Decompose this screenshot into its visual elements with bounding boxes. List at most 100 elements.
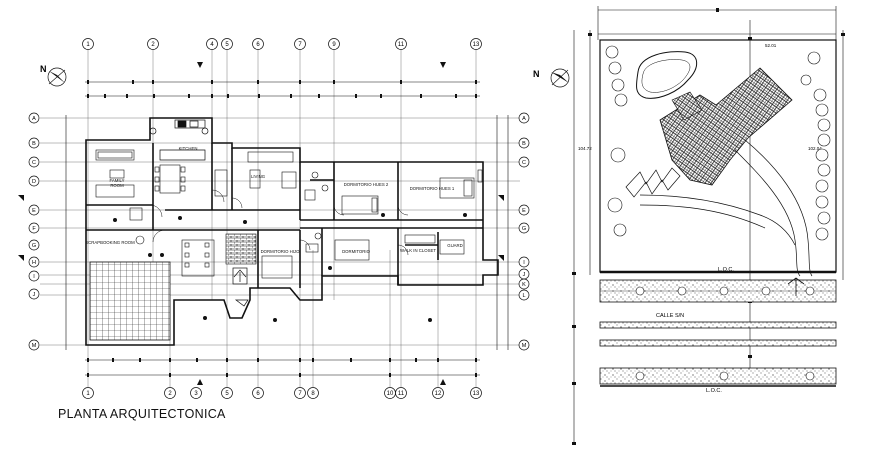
- dimension-lines: [65, 81, 509, 376]
- svg-text:N: N: [40, 64, 47, 74]
- room-label-guard: GUARD: [447, 243, 463, 248]
- grid-bubble: 10: [384, 387, 396, 399]
- svg-text:I: I: [523, 260, 525, 266]
- svg-text:5: 5: [225, 42, 229, 48]
- sidewalk-bottom: [599, 367, 837, 385]
- site-dim-right: 102.04: [808, 146, 822, 151]
- grid-bubble: M: [28, 339, 40, 351]
- svg-text:K: K: [522, 282, 526, 288]
- house-walls: [85, 117, 499, 346]
- grid-bubble: G: [28, 239, 40, 251]
- site-dim-left: 104.72: [578, 146, 592, 151]
- room-label-family: FAMILY: [110, 178, 125, 183]
- grid-bubble: L: [518, 289, 530, 301]
- svg-text:6: 6: [256, 391, 260, 397]
- grid-rows-left: A B C D E F G H I J M: [28, 112, 40, 351]
- svg-text:N: N: [533, 69, 540, 79]
- loc-label-bottom: L.O.C.: [706, 388, 722, 394]
- grid-bubble: 2: [147, 38, 159, 50]
- grid-bubble: J: [518, 268, 530, 280]
- roof-plan: [659, 67, 793, 186]
- svg-text:5: 5: [225, 391, 229, 397]
- svg-text:J: J: [33, 292, 36, 298]
- site-entrance-icon: [787, 277, 805, 296]
- grid-bubble: C: [28, 156, 40, 168]
- room-label-kitchen: KITCHEN: [179, 146, 198, 151]
- level-marks: [113, 213, 467, 322]
- trees: [605, 45, 831, 241]
- street-median-bottom: [599, 339, 837, 347]
- doors: [149, 189, 409, 256]
- svg-text:B: B: [522, 141, 526, 147]
- grid-bubble: H: [28, 256, 40, 268]
- svg-text:G: G: [32, 243, 36, 249]
- grid-rows-right: A B C E G I J K L M: [518, 112, 530, 351]
- loc-label-top: L.O.C.: [718, 267, 734, 273]
- grid-bubble: 1: [82, 387, 94, 399]
- room-label-walk-in-closet: WALK IN CLOSET: [400, 248, 436, 253]
- furniture: [95, 149, 483, 279]
- room-label-dormitorio-hues-2: DORMITORIO HUES 2: [344, 182, 389, 187]
- svg-text:8: 8: [311, 391, 315, 397]
- pool: [635, 51, 698, 99]
- svg-text:6: 6: [256, 42, 260, 48]
- svg-text:F: F: [32, 226, 36, 232]
- grid-bubble: 3: [190, 387, 202, 399]
- room-label-scrapbooking-room: SCRAPBOOKING ROOM: [85, 240, 135, 245]
- grid-bubble: 5: [221, 38, 233, 50]
- street-median-top: [599, 321, 837, 329]
- grid-columns-top: 1 2 4 5 6 7 9 11 13: [82, 38, 482, 50]
- grid-bubble: M: [518, 339, 530, 351]
- section-markers: [18, 62, 504, 385]
- room-label-dormitorio-hues-1: DORMITORIO HUES 1: [410, 186, 455, 191]
- room-labels: KITCHEN FAMILY ROOM LIVING DORMITORIO HU…: [85, 146, 462, 254]
- grid-columns-bottom: 1 2 3 5 6 7 8 10 11 12 13: [82, 387, 482, 399]
- grid-bubble: 7: [294, 387, 306, 399]
- floor-plan: 1 2 4 5 6 7 9 11 13 1 2 3 5 6 7 8 10 11 …: [18, 38, 530, 399]
- room-label-dormitorio-hijo: DORMITORIO HIJO: [261, 249, 300, 254]
- svg-text:13: 13: [473, 391, 480, 397]
- drawing-title: PLANTA ARQUITECTONICA: [58, 407, 226, 421]
- svg-text:B: B: [32, 141, 36, 147]
- grid-bubble: 13: [470, 38, 482, 50]
- svg-text:12: 12: [435, 391, 442, 397]
- svg-text:J: J: [523, 272, 526, 278]
- svg-text:3: 3: [194, 391, 198, 397]
- grid-bubble: A: [28, 112, 40, 124]
- street-label: CALLE S/N: [656, 313, 684, 319]
- tiled-terrace: [89, 261, 171, 341]
- svg-text:H: H: [32, 260, 36, 266]
- svg-text:7: 7: [298, 42, 302, 48]
- kitchen-counter: [149, 119, 209, 161]
- grid-bubble: 1: [82, 38, 94, 50]
- svg-text:L: L: [522, 293, 525, 299]
- svg-text:A: A: [522, 116, 526, 122]
- driveway: [639, 139, 813, 277]
- dimension-ticks: [87, 80, 477, 377]
- svg-text:M: M: [522, 343, 527, 349]
- svg-text:11: 11: [398, 42, 405, 48]
- svg-text:13: 13: [473, 42, 480, 48]
- grid-bubble: A: [518, 112, 530, 124]
- svg-text:2: 2: [168, 391, 172, 397]
- grid-bubble: 9: [328, 38, 340, 50]
- grid-bubble: G: [518, 222, 530, 234]
- site-dimensions: [573, 6, 844, 445]
- room-label-dormitorio: DORMITORIO: [342, 249, 371, 254]
- svg-text:4: 4: [210, 42, 214, 48]
- room-label-family: ROOM: [110, 183, 124, 188]
- north-arrow-icon: N: [533, 68, 570, 88]
- grid-bubble: K: [518, 278, 530, 290]
- grid-bubble: 6: [252, 387, 264, 399]
- svg-text:G: G: [522, 226, 526, 232]
- grid-bubble: 12: [432, 387, 444, 399]
- grid-bubble: D: [28, 175, 40, 187]
- grid-bubble: 6: [252, 38, 264, 50]
- svg-text:C: C: [32, 160, 36, 166]
- room-label-living: LIVING: [251, 174, 266, 179]
- svg-text:1: 1: [86, 391, 90, 397]
- entrance-arrow-icon: [232, 267, 249, 307]
- site-plan: N 52.01 104.72 102.04: [533, 6, 845, 445]
- grid-bubble: B: [28, 137, 40, 149]
